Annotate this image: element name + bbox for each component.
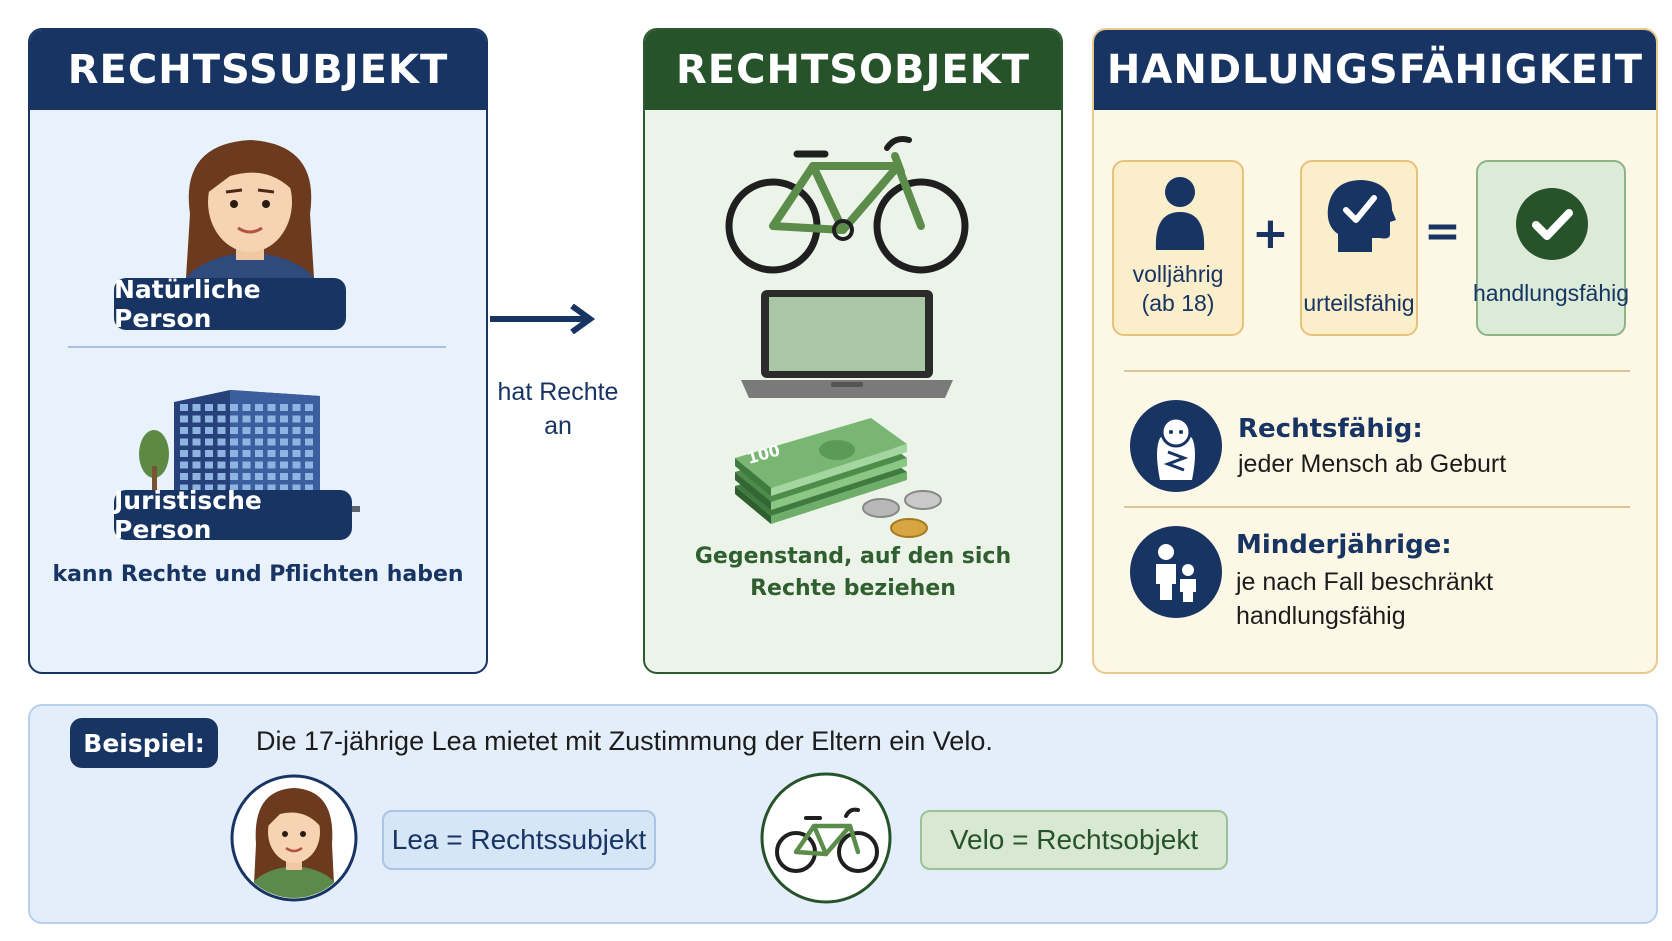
adult-line2: (ab 18) [1141, 290, 1215, 316]
divider [68, 346, 446, 348]
velo-avatar [760, 772, 892, 904]
subject-caption: kann Rechte und Pflichten haben [52, 562, 464, 587]
head-check-icon [1327, 180, 1396, 252]
example-panel: Beispiel: Die 17-jährige Lea mietet mit … [28, 704, 1658, 924]
minderjaehrige-text-line2: handlungsfähig [1236, 602, 1406, 630]
velo-equation: Velo = Rechtsobjekt [920, 810, 1228, 870]
equals-sign: = [1424, 206, 1461, 257]
handlungsfaehigkeit-panel: HANDLUNGSFÄHIGKEIT volljährig (ab 18) + … [1092, 28, 1658, 674]
adult-line1: volljährig [1132, 261, 1224, 287]
parent-child-icon [1130, 526, 1222, 618]
object-caption-line2: Rechte beziehen [750, 576, 956, 601]
rechtsfaehig-text: jeder Mensch ab Geburt [1238, 450, 1507, 478]
check-circle-icon [1516, 188, 1588, 260]
laptop-icon [741, 290, 953, 398]
example-sentence: Die 17-jährige Lea mietet mit Zustimmung… [256, 726, 993, 756]
adult-box: volljährig (ab 18) [1112, 160, 1244, 336]
rechtsfaehig-title: Rechtsfähig: [1238, 414, 1423, 444]
plus-sign: + [1252, 208, 1289, 259]
minderjaehrige-text-line1: je nach Fall beschränkt [1236, 568, 1494, 596]
example-label: Beispiel: [70, 718, 218, 768]
rechtsobjekt-title: RECHTSOBJEKT [645, 30, 1061, 110]
handlungsfaehigkeit-title: HANDLUNGSFÄHIGKEIT [1094, 30, 1656, 110]
lea-avatar [230, 774, 358, 902]
building-icon [139, 390, 360, 512]
rechtssubjekt-panel: RECHTSSUBJEKT Natürliche Person Juristis… [28, 28, 488, 674]
arrow-right-icon [490, 304, 596, 334]
judgment-label: urteilsfähig [1303, 290, 1415, 316]
capable-box: handlungsfähig [1472, 160, 1630, 336]
legal-person-label: Juristische Person [114, 486, 352, 544]
object-caption-line1: Gegenstand, auf den sich [694, 544, 1012, 569]
arrow-label-line1: hat Rechte [497, 378, 619, 406]
rechtssubjekt-title: RECHTSSUBJEKT [30, 30, 486, 110]
money-icon: 100 [735, 418, 942, 538]
minderjaehrige-title: Minderjährige: [1236, 530, 1452, 560]
bicycle-icon [725, 136, 969, 274]
natural-person-label: Natürliche Person [114, 275, 346, 333]
judgment-box: urteilsfähig [1300, 160, 1418, 336]
arrow-label-line2: an [544, 412, 572, 440]
capable-label: handlungsfähig [1472, 280, 1630, 306]
baby-icon [1130, 400, 1222, 492]
person-icon [1155, 177, 1205, 250]
divider [1124, 370, 1630, 372]
divider [1124, 506, 1630, 508]
rechtsobjekt-panel: RECHTSOBJEKT [643, 28, 1063, 674]
lea-equation: Lea = Rechtssubjekt [382, 810, 656, 870]
